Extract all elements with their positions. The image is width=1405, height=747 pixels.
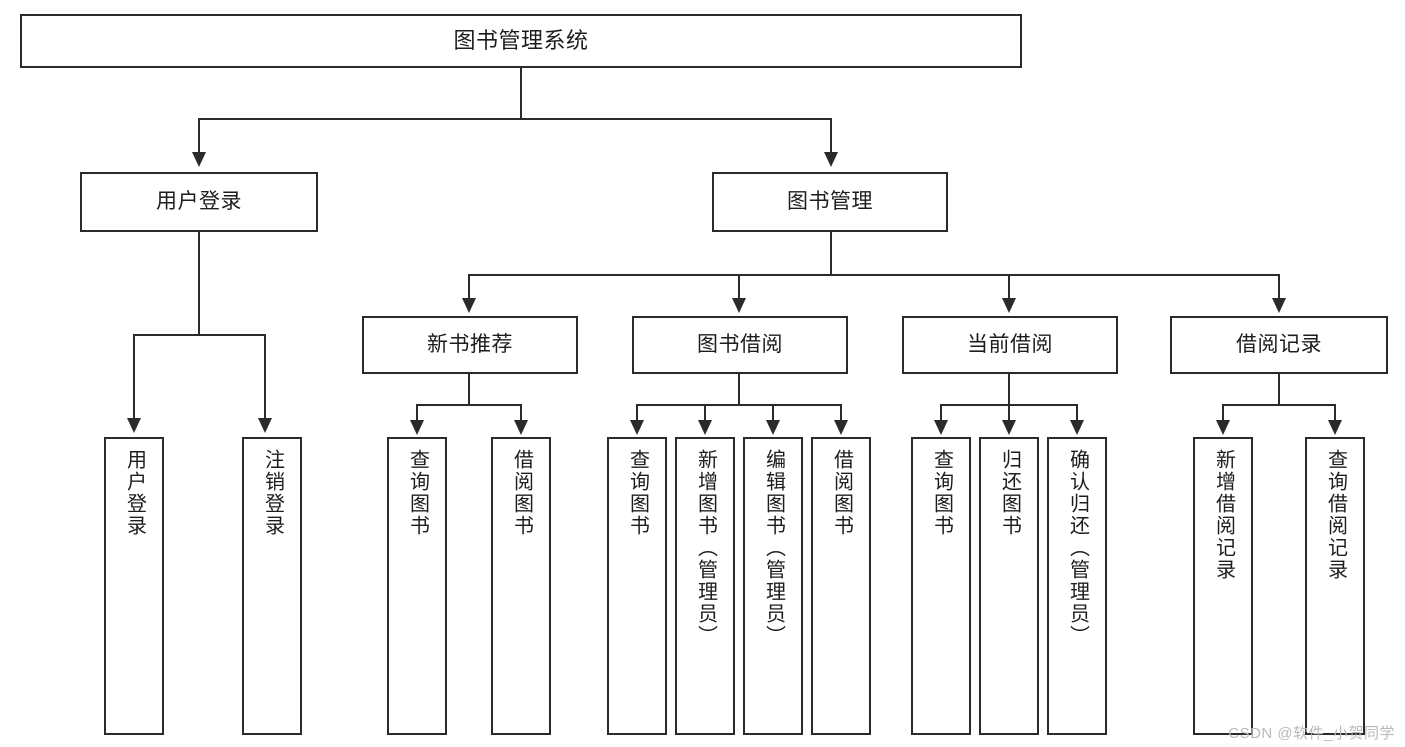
connector-book-manage-bus (468, 274, 1280, 276)
connector-book-borrow-stem (738, 374, 740, 404)
node-leaf-query-record[interactable]: 查询借阅记录 (1305, 437, 1365, 735)
arrow-down-icon (934, 420, 948, 435)
node-leaf-query-book-2[interactable]: 查询图书 (607, 437, 667, 735)
node-label: 借阅记录 (1236, 332, 1322, 356)
connector-borrow-record-to-leaf-1 (1222, 404, 1224, 422)
arrow-down-icon (1328, 420, 1342, 435)
arrow-down-icon (824, 152, 838, 167)
node-label: 借阅图书 (830, 449, 853, 537)
arrow-down-icon (630, 420, 644, 435)
node-label: 确认归还（管理员） (1066, 449, 1089, 647)
node-leaf-confirm-return[interactable]: 确认归还（管理员） (1047, 437, 1107, 735)
connector-user-login-to-leaf-1 (133, 334, 135, 420)
node-new-book-recommend[interactable]: 新书推荐 (362, 316, 578, 374)
node-label: 注销登录 (261, 449, 284, 537)
node-leaf-query-book-1[interactable]: 查询图书 (387, 437, 447, 735)
node-leaf-user-login[interactable]: 用户登录 (104, 437, 164, 735)
node-leaf-return-book[interactable]: 归还图书 (979, 437, 1039, 735)
node-leaf-add-book[interactable]: 新增图书（管理员） (675, 437, 735, 735)
arrow-down-icon (127, 418, 141, 433)
node-label: 当前借阅 (967, 332, 1053, 356)
connector-book-borrow-to-leaf-3 (772, 404, 774, 422)
arrow-down-icon (1002, 298, 1016, 313)
connector-user-login-bus (133, 334, 266, 336)
connector-book-manage-to-new-book (468, 274, 470, 300)
node-book-borrow[interactable]: 图书借阅 (632, 316, 848, 374)
connector-borrow-record-to-leaf-2 (1334, 404, 1336, 422)
node-label: 查询图书 (930, 449, 953, 537)
connector-book-manage-to-book-borrow (738, 274, 740, 300)
arrow-down-icon (732, 298, 746, 313)
connector-book-borrow-bus (636, 404, 842, 406)
node-leaf-add-record[interactable]: 新增借阅记录 (1193, 437, 1253, 735)
connector-current-borrow-to-leaf-2 (1008, 404, 1010, 422)
arrow-down-icon (766, 420, 780, 435)
node-leaf-borrow-book-2[interactable]: 借阅图书 (811, 437, 871, 735)
node-label: 编辑图书（管理员） (762, 449, 785, 647)
connector-root-bus (198, 118, 832, 120)
connector-borrow-record-stem (1278, 374, 1280, 404)
node-current-borrow[interactable]: 当前借阅 (902, 316, 1118, 374)
node-label: 图书借阅 (697, 332, 783, 356)
arrow-down-icon (410, 420, 424, 435)
connector-new-book-stem (468, 374, 470, 404)
connector-book-manage-to-borrow-record (1278, 274, 1280, 300)
node-leaf-borrow-book-1[interactable]: 借阅图书 (491, 437, 551, 735)
node-label: 用户登录 (156, 189, 242, 213)
connector-root-to-user-login (198, 118, 200, 154)
connector-book-borrow-to-leaf-4 (840, 404, 842, 422)
node-book-manage[interactable]: 图书管理 (712, 172, 948, 232)
connector-new-book-bus (416, 404, 522, 406)
connector-book-borrow-to-leaf-1 (636, 404, 638, 422)
node-label: 新增借阅记录 (1212, 449, 1235, 581)
arrow-down-icon (192, 152, 206, 167)
node-leaf-query-book-3[interactable]: 查询图书 (911, 437, 971, 735)
arrow-down-icon (258, 418, 272, 433)
node-label: 归还图书 (998, 449, 1021, 537)
node-borrow-record[interactable]: 借阅记录 (1170, 316, 1388, 374)
node-root-system[interactable]: 图书管理系统 (20, 14, 1022, 68)
connector-book-borrow-to-leaf-2 (704, 404, 706, 422)
node-label: 用户登录 (123, 449, 146, 537)
node-label: 查询图书 (406, 449, 429, 537)
arrow-down-icon (462, 298, 476, 313)
node-label: 查询借阅记录 (1324, 449, 1347, 581)
connector-new-book-to-leaf-1 (416, 404, 418, 422)
connector-book-manage-stem (830, 232, 832, 274)
arrow-down-icon (834, 420, 848, 435)
connector-new-book-to-leaf-2 (520, 404, 522, 422)
node-label: 新书推荐 (427, 332, 513, 356)
node-label: 借阅图书 (510, 449, 533, 537)
node-label: 查询图书 (626, 449, 649, 537)
arrow-down-icon (1002, 420, 1016, 435)
connector-root-to-book-manage (830, 118, 832, 154)
connector-user-login-stem (198, 232, 200, 334)
arrow-down-icon (1216, 420, 1230, 435)
arrow-down-icon (514, 420, 528, 435)
arrow-down-icon (1070, 420, 1084, 435)
connector-root-stem (520, 68, 522, 118)
arrow-down-icon (1272, 298, 1286, 313)
watermark: CSDN @软件_小贺同学 (1228, 725, 1395, 742)
node-leaf-logout-login[interactable]: 注销登录 (242, 437, 302, 735)
node-label: 图书管理系统 (453, 28, 589, 54)
node-leaf-edit-book[interactable]: 编辑图书（管理员） (743, 437, 803, 735)
node-label: 图书管理 (787, 189, 873, 213)
node-label: 新增图书（管理员） (694, 449, 717, 647)
connector-current-borrow-to-leaf-3 (1076, 404, 1078, 422)
node-user-login[interactable]: 用户登录 (80, 172, 318, 232)
connector-borrow-record-bus (1222, 404, 1336, 406)
connector-book-manage-to-current-borrow (1008, 274, 1010, 300)
connector-current-borrow-stem (1008, 374, 1010, 404)
connector-user-login-to-leaf-2 (264, 334, 266, 420)
arrow-down-icon (698, 420, 712, 435)
connector-current-borrow-to-leaf-1 (940, 404, 942, 422)
